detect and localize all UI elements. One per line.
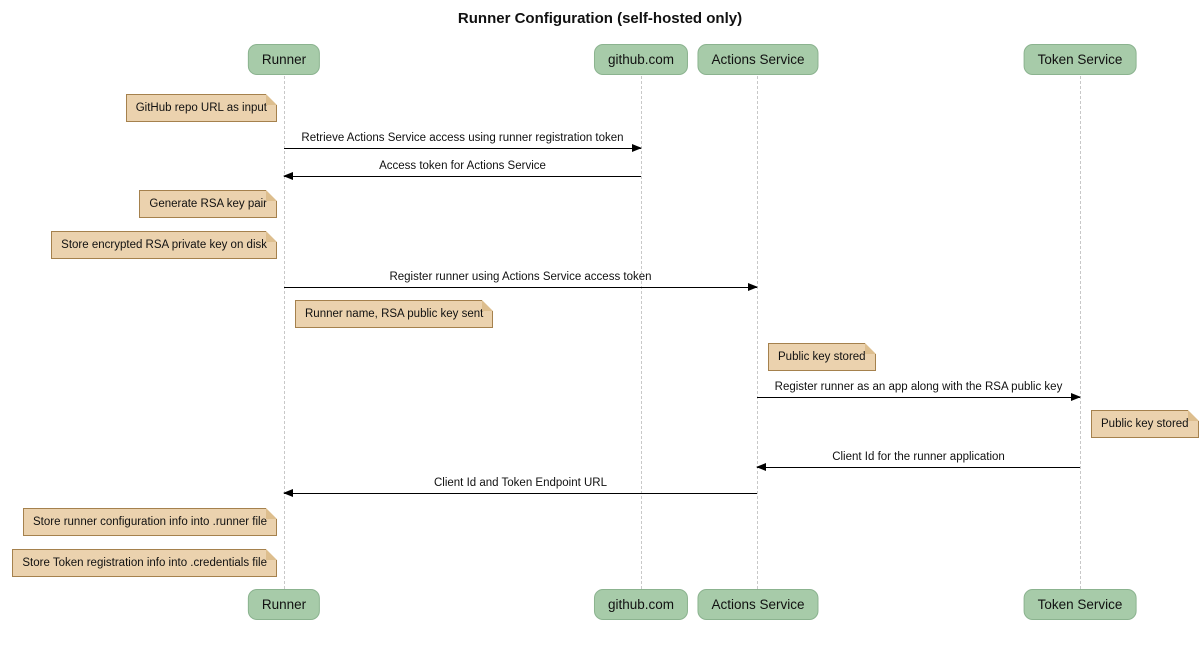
actor-token-service-bottom: Token Service xyxy=(1023,589,1137,620)
actor-github-bottom: github.com xyxy=(593,589,689,620)
diagram-title: Runner Configuration (self-hosted only) xyxy=(457,10,743,27)
note-runner-name-sent: Runner name, RSA public key sent xyxy=(295,300,494,328)
message-client-id-endpoint: Client Id and Token Endpoint URL xyxy=(283,477,757,497)
note-generate-rsa: Generate RSA key pair xyxy=(139,190,277,218)
arrowhead-left-icon xyxy=(756,463,766,471)
message-label: Client Id and Token Endpoint URL xyxy=(433,477,608,489)
message-label: Register runner using Actions Service ac… xyxy=(389,271,652,283)
note-repo-url: GitHub repo URL as input xyxy=(125,94,278,122)
note-public-key-stored-actions: Public key stored xyxy=(768,343,876,371)
message-arrow xyxy=(283,172,641,180)
message-retrieve-access: Retrieve Actions Service access using ru… xyxy=(284,132,642,152)
message-label: Register runner as an app along with the… xyxy=(774,381,1063,393)
message-label: Retrieve Actions Service access using ru… xyxy=(301,132,624,144)
note-store-credentials-file: Store Token registration info into .cred… xyxy=(12,549,277,577)
actor-actions-service-top: Actions Service xyxy=(697,44,819,75)
message-arrow xyxy=(756,463,1080,471)
arrowhead-right-icon xyxy=(748,283,758,291)
message-access-token: Access token for Actions Service xyxy=(283,160,641,180)
actor-github-top: github.com xyxy=(593,44,689,75)
lifeline-actions-service xyxy=(757,76,758,589)
actor-runner-bottom: Runner xyxy=(247,589,321,620)
message-arrow xyxy=(283,489,757,497)
lifeline-runner xyxy=(284,76,285,589)
arrowhead-right-icon xyxy=(1071,393,1081,401)
actor-actions-service-bottom: Actions Service xyxy=(697,589,819,620)
actor-runner-top: Runner xyxy=(247,44,321,75)
message-arrow xyxy=(284,283,758,291)
message-label: Access token for Actions Service xyxy=(379,160,546,172)
arrowhead-right-icon xyxy=(632,144,642,152)
message-register-runner: Register runner using Actions Service ac… xyxy=(284,271,758,291)
arrowhead-left-icon xyxy=(283,172,293,180)
message-client-id: Client Id for the runner application xyxy=(756,451,1080,471)
message-register-app: Register runner as an app along with the… xyxy=(757,381,1081,401)
message-arrow xyxy=(284,144,642,152)
lifeline-token-service xyxy=(1080,76,1081,589)
lifeline-github xyxy=(641,76,642,589)
message-label: Client Id for the runner application xyxy=(832,451,1005,463)
actor-token-service-top: Token Service xyxy=(1023,44,1137,75)
arrowhead-left-icon xyxy=(283,489,293,497)
note-public-key-stored-token: Public key stored xyxy=(1091,410,1199,438)
note-store-private-key: Store encrypted RSA private key on disk xyxy=(51,231,277,259)
note-store-runner-file: Store runner configuration info into .ru… xyxy=(23,508,277,536)
message-arrow xyxy=(757,393,1081,401)
